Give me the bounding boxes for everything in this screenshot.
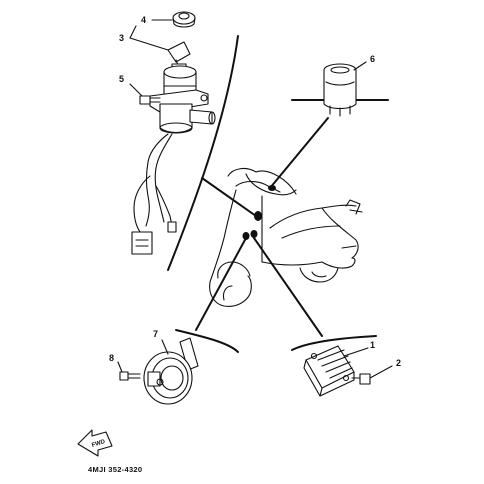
callout-5: 5 [119, 74, 124, 84]
group-brackets [167, 35, 389, 353]
rectifier-regulator [303, 345, 371, 397]
bracket-rectifier [291, 335, 377, 351]
diagram-code: 4MJI 352-4320 [88, 465, 142, 474]
bracket-horn [175, 329, 239, 353]
callout-6: 6 [370, 54, 375, 64]
callout-4: 4 [141, 15, 146, 25]
fwd-arrow-icon: FWD [77, 429, 113, 457]
callout-7: 7 [153, 329, 158, 339]
callout-lines [117, 19, 393, 379]
leader-lines [195, 117, 329, 337]
fwd-label: FWD [91, 439, 106, 449]
battery [323, 63, 357, 117]
horn [119, 337, 199, 405]
callout-2: 2 [396, 358, 401, 368]
callout-1: 1 [370, 340, 375, 350]
callout-3: 3 [119, 33, 124, 43]
bracket-main-switch [167, 35, 239, 271]
main-switch-assembly [131, 11, 216, 255]
scooter-outline [209, 167, 363, 307]
callout-8: 8 [109, 353, 114, 363]
